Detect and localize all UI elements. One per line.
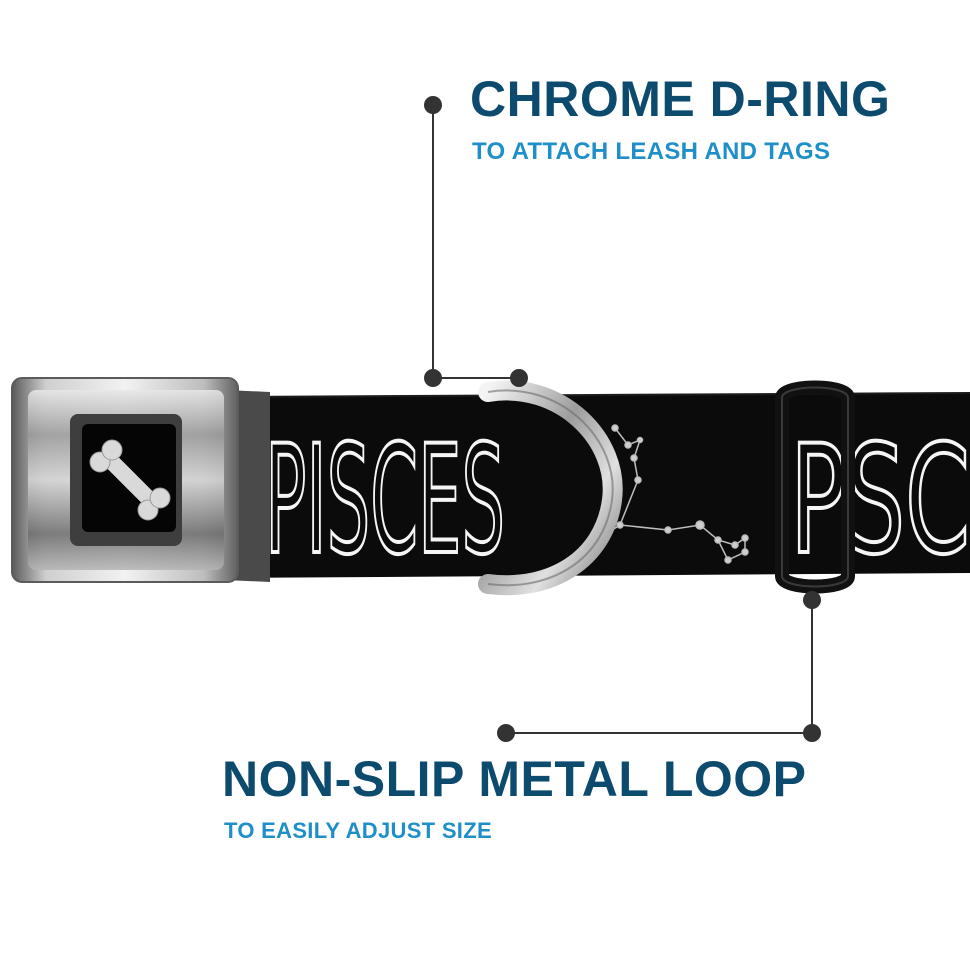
metal-loop-leader-line xyxy=(497,591,821,742)
metal-loop[interactable] xyxy=(775,380,855,594)
strap-print-text-2: PSC xyxy=(790,414,970,588)
d-ring-callout-title: CHROME D-RING xyxy=(470,71,891,127)
d-ring-callout-subtitle: TO ATTACH LEASH AND TAGS xyxy=(472,138,831,165)
metal-loop-callout-subtitle: TO EASILY ADJUST SIZE xyxy=(224,818,492,843)
strap-print-text-1: PISCES xyxy=(265,414,505,588)
d-ring-leader-line xyxy=(424,96,528,387)
d-ring[interactable] xyxy=(478,380,623,596)
seatbelt-buckle[interactable] xyxy=(11,377,239,583)
metal-loop-callout-title: NON-SLIP METAL LOOP xyxy=(222,751,807,807)
bone-icon xyxy=(89,439,171,521)
